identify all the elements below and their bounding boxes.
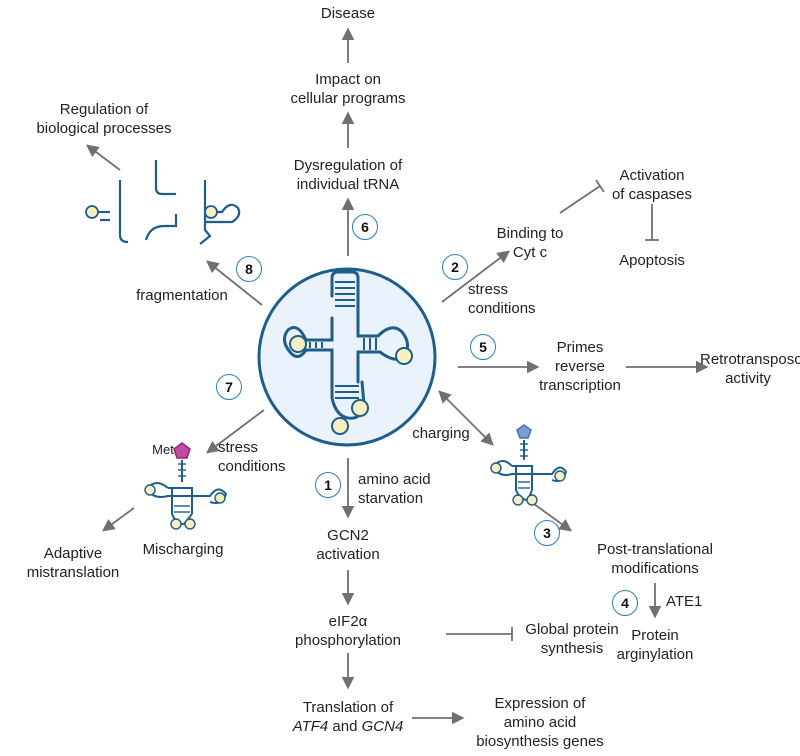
adaptive-label: Adaptive mistranslation bbox=[18, 544, 128, 582]
charging-label: charging bbox=[412, 425, 470, 442]
central-trna bbox=[257, 267, 437, 447]
expression-line-3: biosynthesis genes bbox=[476, 733, 604, 750]
activation-label: Activation of caspases bbox=[602, 166, 702, 204]
ptm-line-1: Post-translational bbox=[597, 541, 713, 558]
binding-label: Binding to Cyt c bbox=[490, 224, 570, 262]
binding-line-2: Cyt c bbox=[512, 244, 548, 261]
atf4-text: ATF4 bbox=[292, 718, 329, 735]
step-7-badge: 7 bbox=[216, 374, 242, 400]
fragment-loops bbox=[85, 205, 218, 219]
step-4-badge: 4 bbox=[612, 590, 638, 616]
mischarged-trna bbox=[144, 442, 228, 530]
expression-line-2: amino acid bbox=[503, 714, 577, 731]
arrow-center-to-fragments bbox=[206, 260, 263, 306]
retro-line-1: Retrotransposon bbox=[700, 351, 800, 368]
step-2-badge: 2 bbox=[442, 254, 468, 280]
activation-line-1: Activation bbox=[619, 167, 685, 184]
arg-line-2: arginylation bbox=[616, 646, 694, 663]
dysreg-line-2: individual tRNA bbox=[296, 176, 400, 193]
trna-fragments bbox=[96, 160, 241, 245]
and-text: and bbox=[328, 718, 362, 735]
stress-line-2: conditions bbox=[468, 300, 536, 317]
global-synthesis-label: Global protein synthesis bbox=[512, 620, 632, 658]
global-line-2: synthesis bbox=[540, 640, 604, 657]
step-1-badge: 1 bbox=[315, 472, 341, 498]
primes-line-1: Primes bbox=[556, 339, 604, 356]
arrow-center-to-binding bbox=[441, 250, 511, 303]
inhibit-binding-activation bbox=[559, 185, 601, 214]
stress7-line-2: conditions bbox=[218, 458, 286, 475]
regulation-line-1: Regulation of bbox=[59, 101, 149, 118]
global-line-1: Global protein bbox=[525, 621, 619, 638]
step-3-badge: 3 bbox=[534, 520, 560, 546]
aa-starvation-label: amino acid starvation bbox=[358, 470, 431, 508]
regulation-label: Regulation of biological processes bbox=[18, 100, 190, 138]
apoptosis-label: Apoptosis bbox=[619, 252, 685, 269]
dysreg-line-1: Dysregulation of bbox=[293, 157, 403, 174]
expression-line-1: Expression of bbox=[494, 695, 586, 712]
eif-line-1: eIF2α bbox=[328, 613, 368, 630]
charged-trna bbox=[490, 424, 568, 506]
gcn2-line-2: activation bbox=[316, 546, 380, 563]
translation-line-2: ATF4 and GCN4 bbox=[278, 717, 418, 736]
arrow-charged-to-ptm bbox=[533, 503, 573, 532]
stress-conditions-label: stress conditions bbox=[468, 280, 536, 318]
arrow-mischarging-to-adaptive bbox=[101, 507, 135, 532]
arrow-charging bbox=[438, 390, 494, 446]
retrotransposon-label: Retrotransposon activity bbox=[700, 350, 800, 388]
gcn2-label: GCN2 activation bbox=[298, 526, 398, 564]
arrow-center-to-mischarging bbox=[205, 409, 265, 454]
aa-starv-line-2: starvation bbox=[358, 490, 424, 507]
gcn2-line-1: GCN2 bbox=[327, 527, 369, 544]
aa-starv-line-1: amino acid bbox=[358, 471, 431, 488]
eif2a-label: eIF2α phosphorylation bbox=[278, 612, 418, 650]
adaptive-line-2: mistranslation bbox=[26, 564, 120, 581]
eif-line-2: phosphorylation bbox=[295, 632, 401, 649]
adaptive-line-1: Adaptive bbox=[43, 545, 103, 562]
binding-line-1: Binding to bbox=[496, 225, 564, 242]
translation-label: Translation of ATF4 and GCN4 bbox=[278, 698, 418, 736]
disease-label: Disease bbox=[320, 5, 376, 22]
primes-label: Primes reverse transcription bbox=[530, 338, 630, 395]
arginylation-label: Protein arginylation bbox=[610, 626, 700, 664]
dysregulation-label: Dysregulation of individual tRNA bbox=[268, 156, 428, 194]
ptm-line-2: modifications bbox=[611, 560, 699, 577]
mischarging-label: Mischarging bbox=[142, 541, 224, 558]
impact-label: Impact on cellular programs bbox=[268, 70, 428, 108]
stress7-line-1: stress bbox=[218, 439, 259, 456]
impact-line-1: Impact on bbox=[315, 71, 381, 88]
stress-line-1: stress bbox=[468, 281, 509, 298]
primes-line-3: transcription bbox=[539, 377, 621, 394]
arg-line-1: Protein bbox=[631, 627, 679, 644]
ate1-label: ATE1 bbox=[666, 593, 703, 610]
gcn4-text: GCN4 bbox=[361, 718, 404, 735]
met-label: Met bbox=[152, 442, 174, 457]
stress-conditions-7-label: stress conditions bbox=[218, 438, 286, 476]
primes-line-2: reverse bbox=[554, 358, 606, 375]
translation-line-1: Translation of bbox=[302, 699, 394, 716]
retro-line-2: activity bbox=[725, 370, 771, 387]
fragmentation-label: fragmentation bbox=[136, 287, 228, 304]
impact-line-2: cellular programs bbox=[290, 90, 406, 107]
ptm-label: Post-translational modifications bbox=[580, 540, 730, 578]
step-6-badge: 6 bbox=[352, 214, 378, 240]
step-5-badge: 5 bbox=[470, 334, 496, 360]
regulation-line-2: biological processes bbox=[36, 120, 172, 137]
expression-label: Expression of amino acid biosynthesis ge… bbox=[460, 694, 620, 751]
activation-line-2: of caspases bbox=[611, 186, 693, 203]
arrow-fragments-to-regulation bbox=[85, 144, 121, 171]
step-8-badge: 8 bbox=[236, 256, 262, 282]
